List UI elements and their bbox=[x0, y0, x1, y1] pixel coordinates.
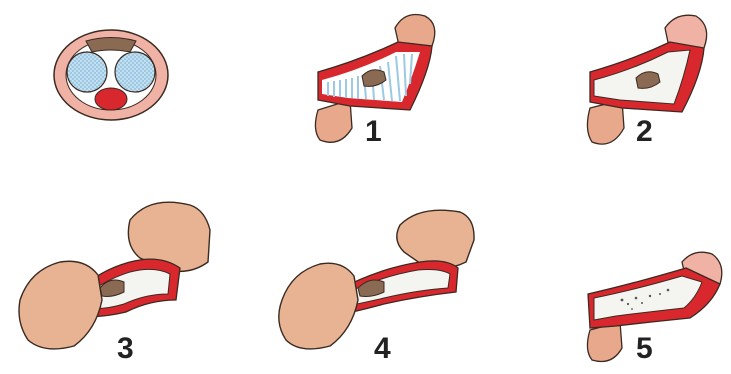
figure-5-straightened-penis-icon bbox=[587, 252, 721, 361]
step-label-3: 3 bbox=[117, 334, 134, 364]
cross-section-icon bbox=[54, 30, 168, 120]
step-label-2: 2 bbox=[636, 117, 653, 147]
step-label-1: 1 bbox=[365, 117, 382, 147]
step-label-5: 5 bbox=[636, 334, 653, 364]
step-label-4: 4 bbox=[374, 334, 391, 364]
figure-4-hands-stretching-icon bbox=[279, 210, 474, 349]
figure-3-hands-straightening-icon bbox=[19, 202, 210, 349]
